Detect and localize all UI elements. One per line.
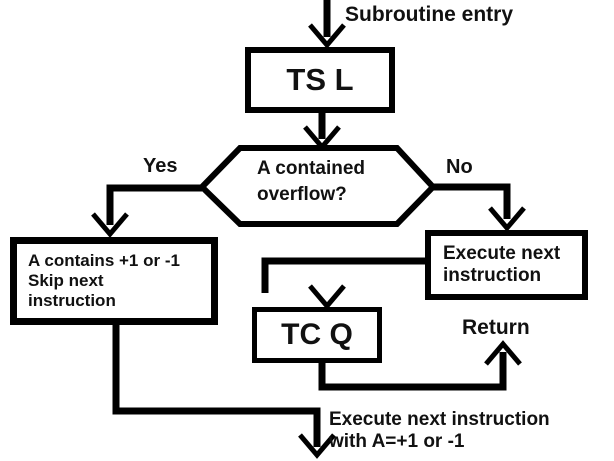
exit-annotation-label: Execute next instruction with A=+1 or -1 bbox=[329, 409, 550, 452]
node-execute-label: Execute next instruction bbox=[443, 243, 561, 286]
decision-hexagon bbox=[197, 145, 438, 227]
node-ts-l: TS L bbox=[245, 47, 395, 113]
arrowhead-tcq-icon bbox=[308, 284, 346, 310]
yes-branch-label: Yes bbox=[143, 155, 178, 177]
connector-no bbox=[433, 183, 511, 219]
node-ts-l-label: TS L bbox=[286, 62, 354, 97]
no-branch-label: No bbox=[446, 156, 473, 178]
arrowhead-yes-icon bbox=[91, 212, 129, 238]
subroutine-entry-label: Subroutine entry bbox=[345, 3, 514, 26]
node-tc-q: TC Q bbox=[252, 307, 382, 363]
return-label: Return bbox=[462, 316, 530, 339]
node-skip-label: A contains +1 or -1 Skip next instructio… bbox=[28, 251, 180, 310]
connector-skip-to-exit bbox=[112, 320, 321, 447]
node-execute-next-instruction: Execute next instruction bbox=[425, 230, 588, 300]
arrowhead-no-icon bbox=[488, 206, 526, 232]
connector-yes bbox=[106, 184, 202, 225]
decision-question-label: A contained overflow? bbox=[257, 158, 366, 205]
arrowhead-entry-icon bbox=[308, 23, 346, 49]
arrowhead-return-icon bbox=[484, 340, 522, 366]
connector-tcq-to-return bbox=[318, 352, 507, 391]
connector-execute-to-tcq bbox=[261, 257, 427, 293]
node-skip-next-instruction: A contains +1 or -1 Skip next instructio… bbox=[10, 237, 218, 325]
node-tc-q-label: TC Q bbox=[281, 318, 353, 351]
arrowhead-exit-icon bbox=[298, 433, 336, 459]
